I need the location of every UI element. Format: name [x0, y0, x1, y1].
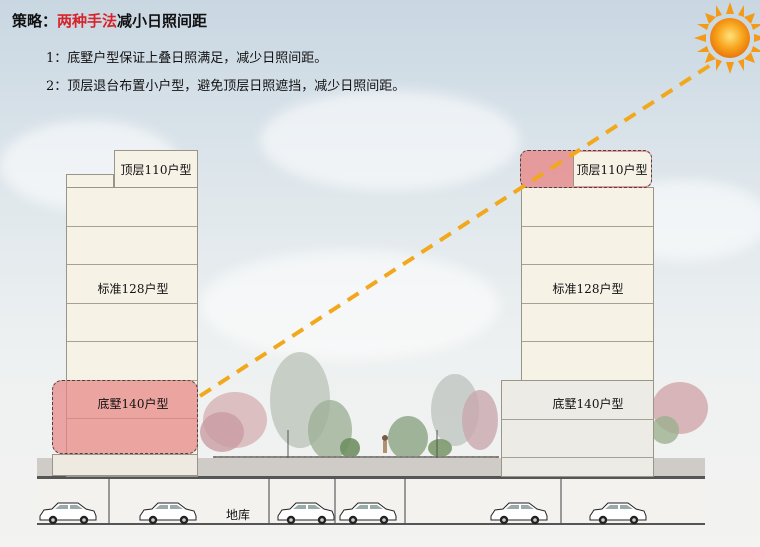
right-bottom-label: 底墅140户型 — [552, 397, 624, 411]
left-top-unit-box — [114, 150, 198, 188]
right-top-label: 顶层110户型 — [576, 163, 648, 177]
garage-column — [404, 479, 406, 523]
garage-column — [108, 479, 110, 523]
garage-floor — [37, 479, 705, 525]
left-building-base — [52, 454, 198, 476]
garage-column — [560, 479, 562, 523]
right-middle-label: 标准128户型 — [552, 282, 624, 296]
cloud — [260, 90, 520, 190]
left-top-unit — [66, 174, 114, 188]
point-2: 2：顶层退台布置小户型，避免顶层日照遮挡，减少日照间距。 — [46, 79, 406, 94]
left-bottom-label: 底墅140户型 — [97, 397, 169, 411]
title-prefix: 策略： — [12, 12, 58, 30]
left-top-label: 顶层110户型 — [120, 163, 192, 177]
garage-slab — [37, 476, 705, 479]
garage-label: 地库 — [226, 508, 251, 522]
title-suffix: 减小日照间距 — [117, 12, 208, 30]
garage-column — [268, 479, 270, 523]
left-bottom-unit — [52, 380, 198, 454]
page-title: 策略：两种手法减小日照间距 — [12, 10, 207, 31]
title-highlight: 两种手法 — [57, 12, 118, 30]
left-middle-label: 标准128户型 — [97, 282, 169, 296]
garage-base — [37, 523, 705, 525]
garage-column — [334, 479, 336, 523]
cloud — [200, 250, 500, 360]
point-1: 1：底墅户型保证上叠日照满足，减少日照间距。 — [46, 51, 328, 66]
